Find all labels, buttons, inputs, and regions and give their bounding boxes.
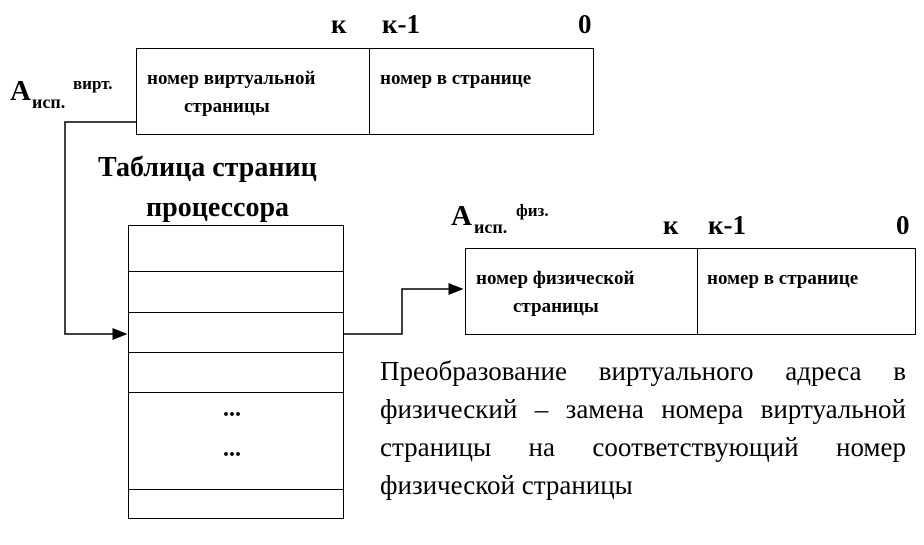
virtual-page-number-field-line2: страницы [184, 96, 270, 117]
physical-address-label-sup: физ. [516, 201, 549, 220]
virtual-address-label-base: А [10, 75, 31, 107]
virtual-address-register [136, 48, 594, 135]
physical-address-label-base: А [451, 200, 472, 232]
page-table-row-divider [129, 392, 343, 393]
page-table-row-divider [129, 352, 343, 353]
page-table-title-line1: Таблица страниц [98, 152, 317, 183]
physical-bit-zero-label: 0 [896, 210, 910, 240]
virtual-page-number-field-line1: номер виртуальной [147, 68, 316, 89]
page-table-row-divider [129, 489, 343, 490]
diagram-caption: Преобразование виртуального адреса в физ… [380, 356, 906, 500]
virtual-bit-zero-label: 0 [578, 9, 592, 39]
page-table-title-line2: процессора [146, 192, 290, 223]
page-table-ellipsis-1: ... [223, 396, 241, 422]
page-table-row-divider [129, 312, 343, 313]
physical-page-number-field-line2: страницы [513, 296, 599, 317]
virtual-address-divider [369, 48, 370, 135]
physical-bit-k-label: к [663, 210, 679, 240]
table-to-physical-arrow [344, 283, 464, 335]
page-table: ... ... [128, 225, 344, 519]
page-table-row-divider [129, 271, 343, 272]
physical-address-label-sub: исп. [474, 217, 508, 237]
virtual-bit-k-minus-1-label: к-1 [382, 9, 421, 39]
virtual-bit-k-label: к [331, 9, 347, 39]
physical-bit-k-minus-1-label: к-1 [708, 210, 747, 240]
physical-address-divider [697, 248, 698, 335]
page-table-ellipsis-2: ... [223, 436, 241, 462]
virtual-address-label-sup: вирт. [73, 74, 113, 93]
virtual-address-label-sub: исп. [32, 92, 66, 112]
physical-address-register [465, 248, 916, 335]
physical-offset-field: номер в странице [707, 268, 859, 289]
virtual-to-table-arrow [64, 121, 137, 340]
virtual-offset-field: номер в странице [380, 68, 532, 89]
physical-page-number-field-line1: номер физической [476, 268, 635, 289]
